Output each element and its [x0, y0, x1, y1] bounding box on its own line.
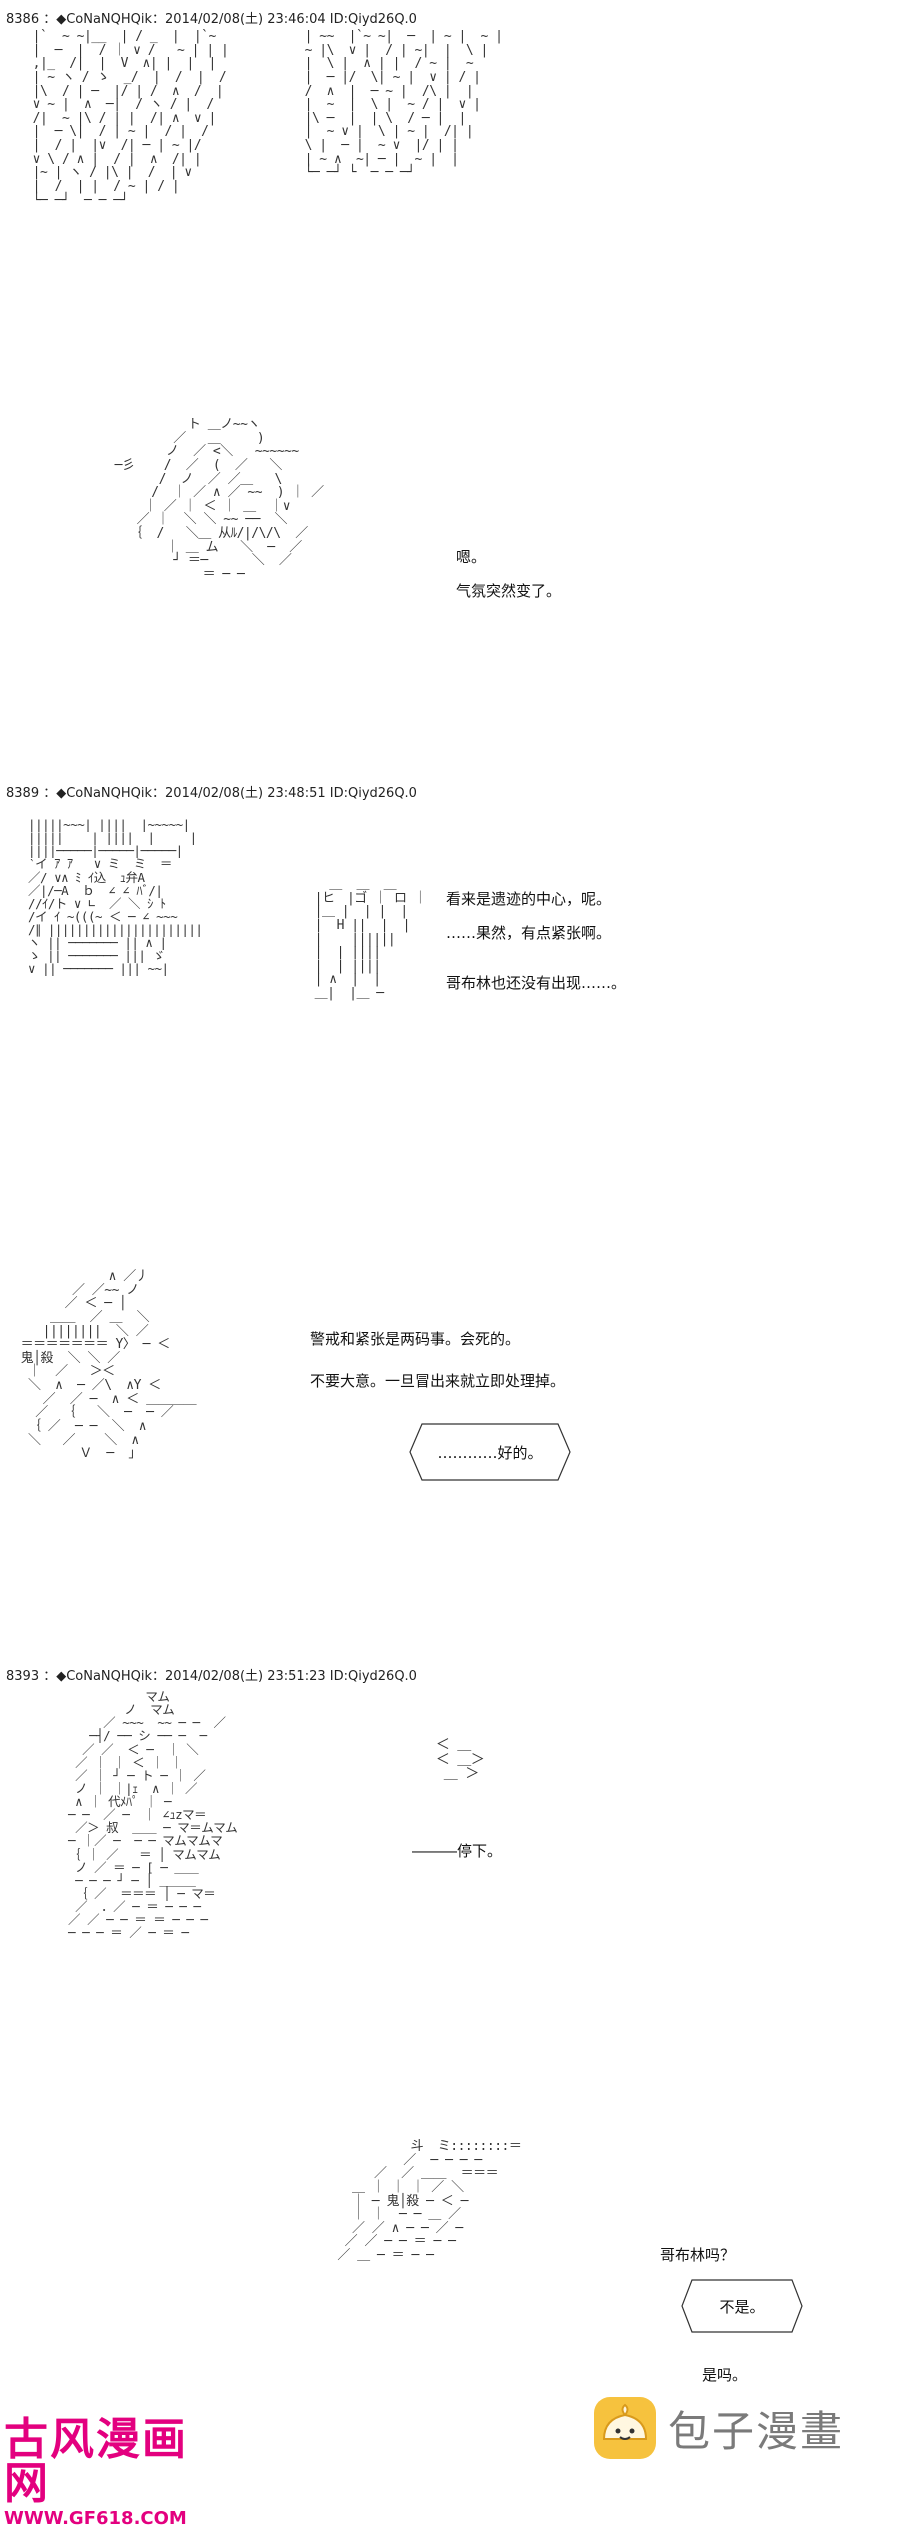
dialog-line: 哥布林也还没有出现……。 [446, 974, 627, 992]
dialog-line: 是吗。 [702, 2366, 748, 2384]
dialog-line: 嗯。 [456, 548, 487, 566]
dialog-line: 警戒和紧张是两码事。会死的。 [310, 1330, 521, 1348]
ascii-art-character-6: 斗 ミ::::::::＝ ／ ─ ─ ─ ─ ／ ／ ＿＿ ＝＝＝ ＿ ｜ ｜ … [337, 2139, 522, 2264]
dialog-line: 不要大意。一旦冒出来就立即处理掉。 [310, 1372, 566, 1390]
watermark-url: WWW.GF618.COM [4, 2508, 187, 2529]
bubble-text: …………好的。 [437, 1443, 543, 1462]
dialog-line: 看来是遗迹的中心，呢。 [446, 890, 612, 908]
dialog-line: 哥布林吗？ [660, 2246, 736, 2264]
bubble-outline [409, 1423, 571, 1481]
ascii-art-bamboo-right: | ~~ |`~ ~| ─ | ~ | ~ | ~ |\ ∨ | / | ~| … [304, 29, 503, 181]
dialog-line: ―――停下。 [412, 1842, 503, 1860]
post-header: 8386 ：◆CoNaNQHQik：2014/02/08(土) 23:46:04… [6, 12, 417, 27]
speech-bubble: 不是。 [680, 2278, 804, 2334]
ascii-art-character-3: ＿ ＿ ＿ |ヒ |ゴ ｜ ロ ｜ |＿ | | | | | H || | | … [314, 877, 427, 1002]
dialog-line: ……果然，有点紧张啊。 [446, 924, 612, 942]
ascii-art-bamboo-left: |` ~ ~|__ | / _ | |`~ | ─ | / ｜ ∨ / ~ | … [32, 29, 229, 208]
ascii-art-character-2: |||||~~~| |||| |~~~~~| ||||| | |||| | | … [28, 817, 203, 977]
ascii-art-effect: ＜ ＿ ＜ ＿＞ ＿ ＞ [435, 1737, 485, 1783]
speech-bubble: …………好的。 [408, 1422, 572, 1482]
ascii-art-character-4: ∧ ／丿 ／ ／~~ ノ ／ ＜ ─ │ ＿＿ ／ ＿ ＼ |||||||| ＼… [20, 1269, 197, 1462]
bubble-outline [681, 2279, 803, 2333]
bun-logo-icon [594, 2397, 656, 2459]
post-header: 8389 ：◆CoNaNQHQik：2014/02/08(土) 23:48:51… [6, 786, 417, 801]
ascii-art-character-5: マム ノ マム ／ ~~~ ~~ ─ ─ ／ ─┤/ ── シ ── ─ ─ ／… [68, 1689, 238, 1941]
bubble-text: 不是。 [719, 2297, 765, 2316]
watermark-left: 古风漫画网 WWW.GF618.COM [4, 2418, 224, 2529]
dialog-line: 气氛突然变了。 [456, 582, 562, 600]
post-header: 8393 ：◆CoNaNQHQik：2014/02/08(土) 23:51:23… [6, 1669, 417, 1684]
watermark-right: 包子漫畫 [590, 2388, 890, 2468]
watermark-brand: 包子漫畫 [668, 2406, 845, 2456]
ascii-art-character-1: ト ＿ノ~~ヽ ／ ＿ ) ノ ／ <＼ ~~~~~~ ─彡 / ／ ( ／ ＼… [114, 417, 325, 583]
